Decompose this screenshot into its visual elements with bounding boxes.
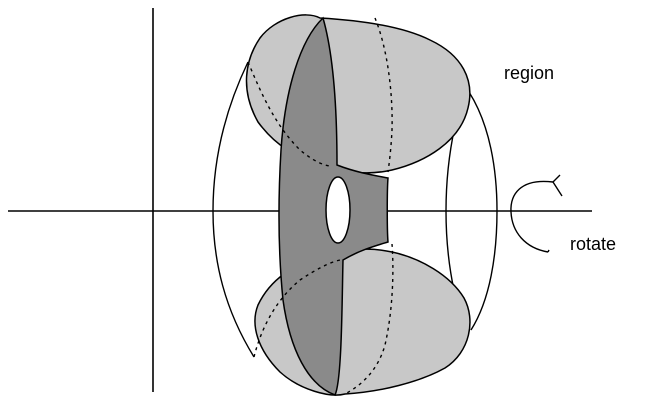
left-lower-trace	[212, 210, 255, 358]
rotation-arrow-icon	[510, 174, 563, 253]
center-hole	[325, 176, 351, 244]
lower-hidden-edge-left	[253, 259, 341, 358]
rotate-label: rotate	[570, 234, 616, 254]
upper-region	[245, 14, 471, 174]
right-upper-trace	[468, 91, 498, 212]
upper-hidden-edge-left	[247, 61, 331, 167]
left-upper-trace	[212, 61, 249, 212]
region-label: region	[504, 63, 554, 83]
right-lower-trace	[470, 210, 498, 331]
upper-hidden-edge-right	[374, 17, 393, 173]
